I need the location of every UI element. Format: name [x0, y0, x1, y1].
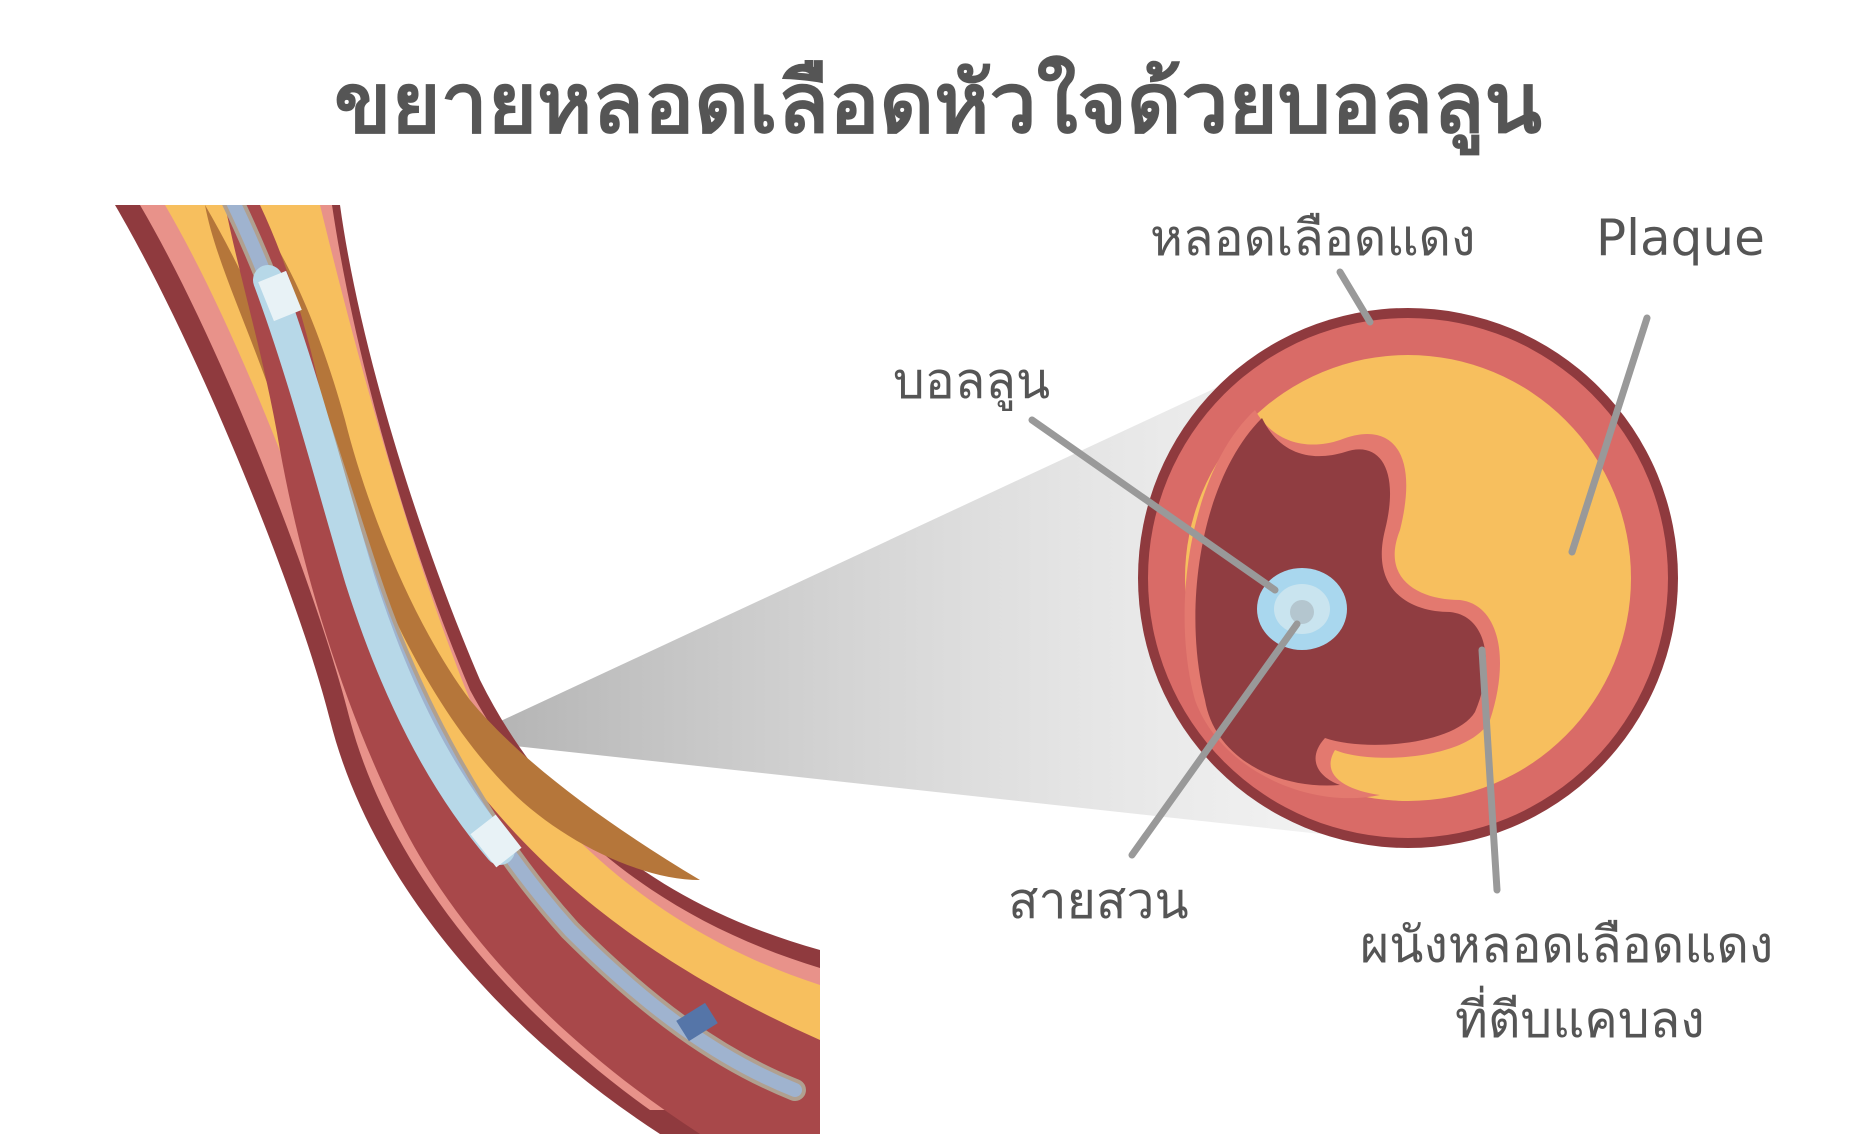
- leader-artery: [1336, 268, 1374, 326]
- zoom-cone: [460, 372, 1330, 835]
- balloon-marker-bottom: [470, 814, 522, 868]
- page-title: ขยายหลอดเลือดหัวใจด้วยบอลลูน: [334, 54, 1542, 156]
- label-artery: หลอดเลือดแดง: [1150, 209, 1475, 267]
- artery-longitudinal-view: [115, 205, 820, 1134]
- leader-narrowed-wall: [1478, 646, 1501, 894]
- plaque-deposit-dark-2: [250, 205, 700, 880]
- label-catheter: สายสวน: [1008, 872, 1189, 930]
- leader-catheter: [1128, 620, 1301, 859]
- balloon-inflated: [253, 265, 515, 865]
- label-narrowed-wall-line1: ผนังหลอดเลือดแดง: [1360, 916, 1773, 974]
- label-plaque: Plaque: [1596, 209, 1765, 267]
- cross-section-catheter: [1290, 600, 1314, 624]
- label-narrowed-wall-line2: ที่ตีบแคบลง: [1455, 986, 1705, 1049]
- label-balloon: บอลลูน: [893, 352, 1050, 411]
- leader-plaque: [1568, 314, 1651, 556]
- catheter-band: [676, 1002, 718, 1042]
- leader-balloon: [1028, 416, 1279, 594]
- balloon-marker-top: [258, 270, 302, 322]
- artery-cross-section: [1138, 308, 1678, 848]
